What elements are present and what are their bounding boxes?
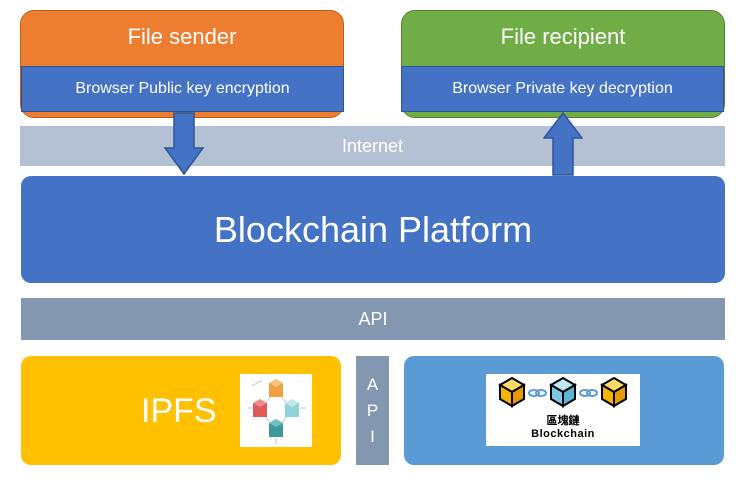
api-letter-p: P <box>366 400 379 420</box>
blockchain-platform-box: Blockchain Platform <box>21 176 725 283</box>
api-letter-a: A <box>366 374 379 394</box>
file-recipient-title: File recipient <box>500 24 626 49</box>
encryption-box: Browser Public key encryption <box>21 66 344 112</box>
ipfs-cubes-icon <box>240 374 312 447</box>
ipfs-box: IPFS <box>21 356 341 465</box>
blockchain-cjk-label: 區塊鏈 <box>546 413 580 427</box>
api-vertical-band: A P I <box>356 356 389 465</box>
blockchain-box: 區塊鏈 Blockchain <box>404 356 724 465</box>
file-sender-title: File sender <box>127 24 237 49</box>
up-arrow-icon <box>543 112 583 176</box>
blockchain-logo: 區塊鏈 Blockchain <box>486 374 640 446</box>
blockchain-cubes-icon <box>498 376 628 408</box>
down-arrow-icon <box>164 112 204 176</box>
api-band: API <box>21 298 725 340</box>
blockchain-en-label: Blockchain <box>531 428 595 440</box>
internet-band: Internet <box>20 126 725 166</box>
decryption-box: Browser Private key decryption <box>401 66 724 112</box>
ipfs-label: IPFS <box>141 391 217 430</box>
api-letter-i: I <box>370 426 375 446</box>
